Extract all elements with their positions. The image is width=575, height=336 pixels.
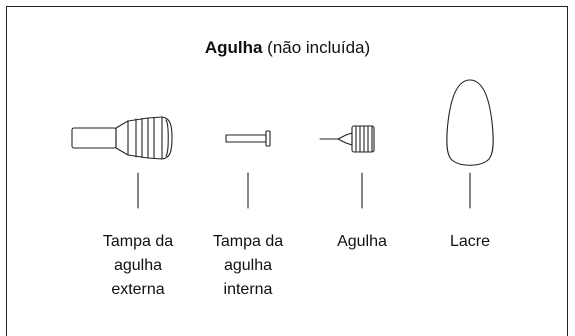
diagram-frame: [6, 6, 568, 336]
title-rest: (não incluída): [262, 38, 371, 57]
label-line: interna: [223, 281, 273, 298]
label-line: externa: [111, 281, 165, 298]
outer-needle-cap-icon: [71, 116, 173, 160]
label-line: Tampa da: [212, 233, 284, 250]
label-needle: Agulha: [312, 230, 412, 254]
seal-tab-icon: [446, 79, 494, 166]
title-bold: Agulha: [204, 38, 263, 57]
label-line: agulha: [223, 257, 273, 274]
diagram-title: Agulha (não incluída): [0, 38, 575, 58]
label-seal-tab: Lacre: [420, 230, 520, 254]
label-inner-needle-cap: Tampa da agulha interna: [183, 230, 313, 302]
label-line: Agulha: [337, 233, 387, 250]
inner-needle-cap-icon: [225, 130, 271, 147]
needle-icon: [319, 125, 375, 153]
label-line: Tampa da: [102, 233, 174, 250]
label-outer-needle-cap: Tampa da agulha externa: [63, 230, 213, 302]
label-line: agulha: [113, 257, 163, 274]
label-line: Lacre: [449, 233, 491, 250]
parts-illustration: [71, 79, 494, 209]
